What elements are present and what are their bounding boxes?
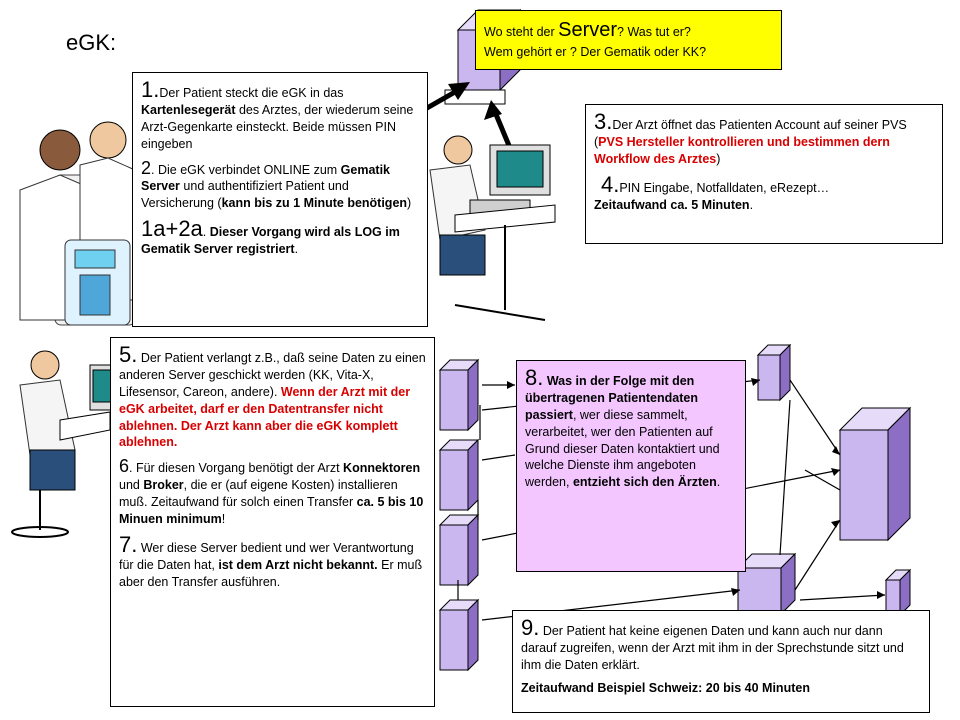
step-9-bold: Zeitaufwand Beispiel Schweiz: 20 bis 40 …	[521, 680, 810, 695]
step-box-8: 8. Was in der Folge mit den übertragenen…	[516, 360, 746, 572]
step-2-bold-a: Gematik Server	[141, 162, 391, 194]
step-4-bold: Zeitaufwand ca. 5 Minuten	[594, 197, 750, 212]
step-7-bold: ist dem Arzt nicht bekannt.	[218, 557, 378, 572]
step-9: 9. Der Patient hat keine eigenen Daten u…	[521, 617, 921, 674]
step-4-number: 4.	[600, 171, 620, 197]
step-8-text-b: .	[716, 475, 721, 490]
step-8-bold-a: Was in der Folge mit den übertragenen Pa…	[525, 374, 698, 422]
step-1: 1.Der Patient steckt die eGK in das Kart…	[141, 79, 419, 153]
step-1a-text-b: .	[294, 242, 299, 256]
doctor-at-computer-bottom-icon	[11, 350, 116, 538]
step-1-bold: Kartenlesegerät	[141, 102, 236, 117]
step-5: 5. Der Patient verlangt z.B., daß seine …	[119, 344, 426, 451]
step-box-9: 9. Der Patient hat keine eigenen Daten u…	[512, 610, 930, 713]
step-box-1: 1.Der Patient steckt die eGK in das Kart…	[132, 72, 428, 327]
server-left-2-icon	[439, 439, 479, 511]
step-1-text-b: des Arztes, der wiederum seine Arzt-Gege…	[141, 102, 414, 151]
server-right-small-icon	[756, 343, 792, 402]
step-2-text-c: )	[407, 196, 412, 211]
step-6: 6. Für diesen Vorgang benötigt der Arzt …	[119, 457, 426, 528]
step-3-number: 3.	[594, 109, 613, 134]
step-9-text: Der Patient hat keine eigenen Daten und …	[521, 624, 904, 672]
server-left-1-icon	[439, 359, 479, 431]
step-7-text-a: Wer diese Server bedient und wer Verantw…	[119, 540, 414, 572]
server-question-line2: Wem gehört er ? Der Gematik oder KK?	[484, 45, 707, 59]
step-1a-number: 1a+2a	[141, 216, 203, 242]
server-left-3-icon	[439, 514, 479, 586]
step-box-5: 5. Der Patient verlangt z.B., daß seine …	[110, 337, 435, 707]
server-question-box: Wo steht der Server? Was tut er? Wem geh…	[475, 10, 782, 70]
server-right-edge-icon	[884, 568, 912, 617]
step-3-red: PVS Hersteller kontrollieren und bestimm…	[594, 134, 890, 166]
server-right-large-icon	[838, 406, 912, 542]
step-8: 8. Was in der Folge mit den übertragenen…	[525, 367, 737, 491]
step-5-number: 5.	[119, 342, 138, 367]
step-3: 3.Der Arzt öffnet das Patienten Account …	[594, 111, 934, 168]
step-6-bold-a: Konnektoren	[343, 461, 421, 476]
step-6-text-d: !	[221, 511, 226, 526]
step-8-number: 8.	[525, 365, 544, 390]
step-6-text-c: , die er (auf eigene Kosten) installiere…	[119, 478, 398, 509]
step-6-number: 6	[119, 456, 130, 477]
step-1a: 1a+2a. Dieser Vorgang wird als LOG im Ge…	[141, 218, 419, 258]
server-question-big-word: Server	[558, 19, 618, 41]
page-title: eGK:	[66, 30, 117, 55]
step-6-text-b: und	[119, 478, 144, 493]
step-5-text-a: Der Patient verlangt z.B., daß seine Dat…	[119, 351, 426, 399]
server-right-medium-icon	[736, 552, 797, 616]
step-1a-text-a: .	[202, 225, 210, 240]
step-4-text-a: PIN Eingabe, Notfalldaten, eRezept…	[619, 180, 830, 195]
doctor-at-computer-top-icon	[429, 135, 556, 321]
step-2-bold-b: kann bis zu 1 Minute benötigen	[221, 196, 408, 211]
doctors-illustration-icon	[19, 121, 136, 326]
step-2-number: 2	[141, 157, 152, 178]
server-question-line1: Wo steht der Server? Was tut er?	[484, 17, 773, 44]
step-2: 2. Die eGK verbindet ONLINE zum Gematik …	[141, 159, 419, 213]
step-4-text-b: .	[749, 197, 754, 212]
step-box-3: 3.Der Arzt öffnet das Patienten Account …	[585, 104, 943, 244]
step-3-text-a: Der Arzt öffnet das Patienten Account au…	[594, 118, 907, 149]
step-6-bold-c: ca. 5 bis 10 Minuen minimum	[119, 495, 424, 526]
step-2-text-b: und authentifiziert Patient und Versiche…	[141, 179, 349, 211]
step-1-number: 1.	[141, 77, 160, 102]
step-2-text-a: . Die eGK verbindet ONLINE zum	[151, 162, 341, 177]
server-question-part2: ? Was tut er?	[617, 25, 691, 39]
step-7-number: 7.	[119, 531, 138, 557]
step-3-text-b: )	[716, 151, 721, 166]
step-8-text-a: , wer diese sammelt, verarbeitet, wer de…	[525, 407, 720, 490]
step-4: 4.PIN Eingabe, Notfalldaten, eRezept… Zei…	[594, 171, 934, 214]
step-5-red: Wenn der Arzt mit der eGK arbeitet, darf…	[119, 384, 411, 450]
server-left-4-icon	[439, 599, 479, 671]
step-7: 7. Wer diese Server bedient und wer Vera…	[119, 531, 426, 591]
step-6-text-a: . Für diesen Vorgang benötigt der Arzt	[129, 461, 344, 476]
step-6-bold-b: Broker	[143, 478, 184, 493]
step-7-text-b: Er muß aber den Transfer ausführen.	[119, 557, 423, 589]
step-1-text-a: Der Patient steckt die eGK in das	[159, 86, 344, 100]
network-arrowheads	[507, 378, 885, 599]
step-9-number: 9.	[521, 615, 540, 640]
server-question-part1: Wo steht der	[484, 25, 559, 39]
step-8-bold-b: entzieht sich den Ärzten	[572, 475, 717, 490]
step-1a-bold: Dieser Vorgang wird als LOG im Gematik S…	[141, 225, 400, 256]
